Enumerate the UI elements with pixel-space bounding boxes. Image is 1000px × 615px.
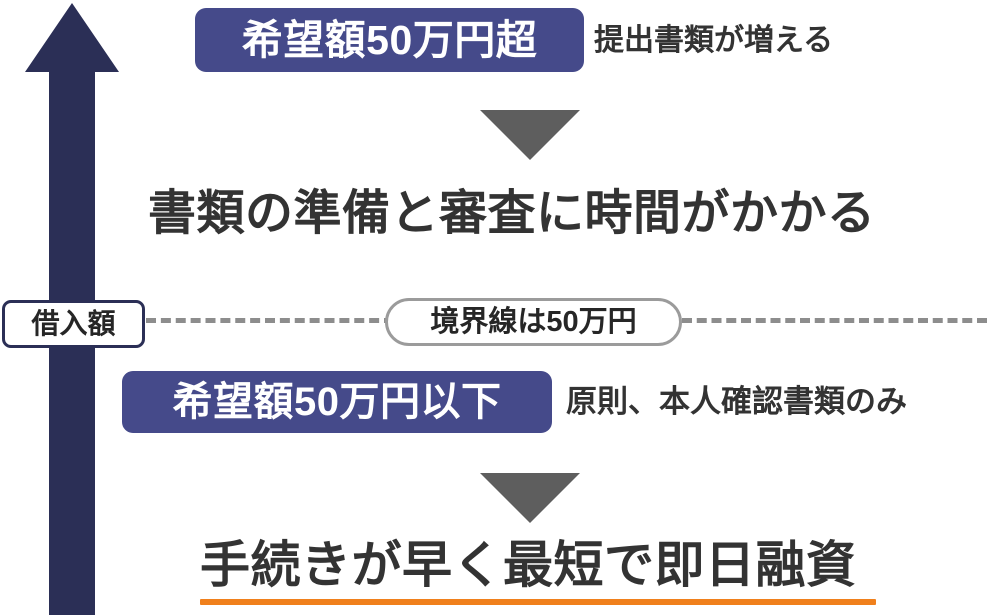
triangle-down-icon-upper [480,110,580,160]
axis-label-borrowing-amount: 借入額 [2,300,145,348]
orange-underline [200,599,876,605]
note-more-documents: 提出書類が増える [594,24,834,57]
note-id-documents-only: 原則、本人確認書類のみ [566,384,907,419]
boundary-divider: 借入額 境界線は50万円 [0,296,1000,352]
dashed-line-right [682,318,987,323]
badge-amount-over-500k: 希望額50万円超 [195,8,584,72]
triangle-down-icon-lower [480,473,580,523]
outcome-heading-fast: 手続きが早く最短で即日融資 [200,537,857,593]
badge-amount-under-500k: 希望額50万円以下 [122,371,552,433]
boundary-pill-500k: 境界線は50万円 [385,298,682,346]
outcome-heading-slow: 書類の準備と審査に時間がかかる [148,187,876,240]
dashed-line-left [146,318,394,323]
